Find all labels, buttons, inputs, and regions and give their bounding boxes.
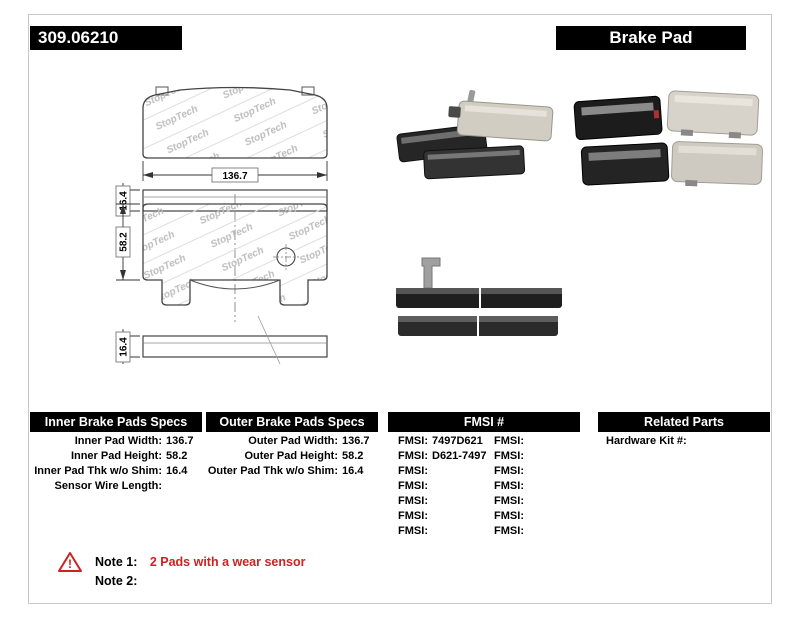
outer-specs-column: Outer Brake Pads Specs Outer Pad Width: …	[206, 412, 378, 480]
dim-thickness-bottom: 16.4	[115, 329, 140, 364]
outer-spec-row: Outer Pad Height: 58.2	[244, 450, 364, 462]
fmsi-row: FMSI: D621-7497	[398, 450, 487, 462]
fmsi-row: FMSI:	[398, 495, 428, 507]
fmsi-row: FMSI:	[398, 465, 428, 477]
fmsi-row: FMSI:	[494, 480, 524, 492]
fmsi-column: FMSI # FMSI: 7497D621 FMSI: D621-7497 FM…	[388, 412, 580, 540]
related-part-row: Hardware Kit #:	[606, 435, 687, 447]
product-type: Brake Pad	[609, 28, 693, 47]
fmsi-right-list: FMSI: FMSI: FMSI: FMSI: FMSI:	[484, 435, 580, 540]
product-photo-pad-set	[573, 90, 763, 187]
pad-backing-view	[142, 194, 328, 322]
outer-specs-header: Outer Brake Pads Specs	[206, 412, 378, 432]
fmsi-row: FMSI:	[494, 435, 524, 447]
dim-width: 136.7	[142, 161, 328, 183]
fmsi-header: FMSI #	[388, 412, 580, 432]
product-photo-edge-stack	[396, 257, 562, 336]
note-2: Note 2:	[95, 572, 145, 590]
note-1-text: 2 Pads with a wear sensor	[149, 555, 306, 569]
inner-specs-column: Inner Brake Pads Specs Inner Pad Width: …	[30, 412, 202, 495]
dim-width-label: 136.7	[222, 171, 247, 182]
inner-spec-row: Inner Pad Height: 58.2	[70, 450, 188, 462]
note-1: Note 1: 2 Pads with a wear sensor	[95, 553, 305, 571]
fmsi-row: FMSI:	[494, 450, 524, 462]
technical-drawing: StopTech 136.7	[115, 86, 328, 365]
dim-thickness-top-label: 16.4	[119, 191, 130, 211]
inner-specs-header: Inner Brake Pads Specs	[30, 412, 202, 432]
fmsi-row: FMSI:	[494, 525, 524, 537]
dim-thickness-bottom-label: 16.4	[119, 337, 130, 357]
inner-spec-row: Sensor Wire Length:	[54, 480, 162, 492]
dim-thickness-top: 16.4	[115, 183, 140, 218]
related-parts-header: Related Parts	[598, 412, 770, 432]
fmsi-row: FMSI:	[494, 465, 524, 477]
fmsi-row: FMSI:	[494, 495, 524, 507]
product-photo-pads-sensor	[396, 89, 554, 180]
outer-spec-row: Outer Pad Width: 136.7	[248, 435, 370, 447]
outer-spec-row: Outer Pad Thk w/o Shim: 16.4	[207, 465, 364, 477]
part-number-bar: 309.06210	[30, 26, 182, 50]
pad-friction-view	[142, 86, 328, 159]
fmsi-left-list: FMSI: 7497D621 FMSI: D621-7497 FMSI: FMS…	[388, 435, 487, 540]
pad-edge-view-bottom	[142, 315, 328, 365]
fmsi-row: FMSI:	[398, 510, 428, 522]
note-2-label: Note 2:	[95, 574, 138, 588]
dim-height-label: 58.2	[119, 232, 130, 252]
part-number: 309.06210	[38, 28, 119, 47]
note-1-label: Note 1:	[95, 555, 138, 569]
related-parts-column: Related Parts Hardware Kit #:	[598, 412, 770, 450]
fmsi-row: FMSI:	[494, 510, 524, 522]
fmsi-row: FMSI: 7497D621	[398, 435, 483, 447]
product-type-bar: Brake Pad	[556, 26, 746, 50]
svg-text:!: !	[68, 557, 72, 571]
warning-triangle-icon: !	[58, 552, 82, 572]
page-border	[28, 14, 772, 604]
fmsi-row: FMSI:	[398, 525, 428, 537]
fmsi-row: FMSI:	[398, 480, 428, 492]
inner-spec-row: Inner Pad Width: 136.7	[74, 435, 194, 447]
dim-height: 58.2	[115, 203, 140, 281]
inner-spec-row: Inner Pad Thk w/o Shim: 16.4	[34, 465, 188, 477]
